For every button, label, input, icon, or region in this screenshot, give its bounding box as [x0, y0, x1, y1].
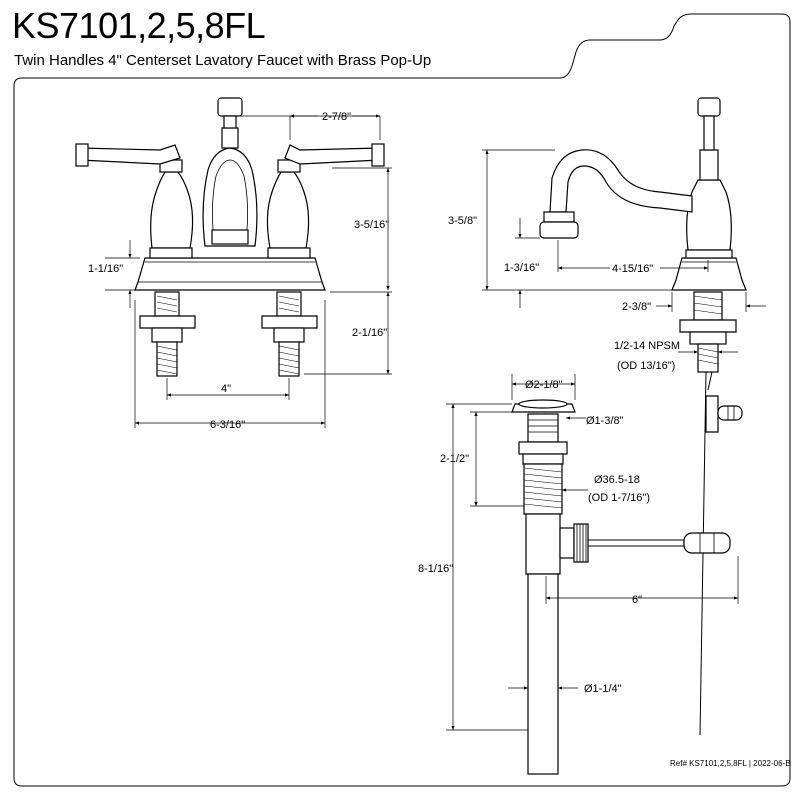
- popup-view: Ø2-1/8" Ø1-3/8" 2-1/2" Ø36.5-18 (OD 1-7/…: [418, 374, 739, 775]
- dim-thread: Ø36.5-18: [594, 474, 640, 486]
- thread-spec: 1/2-14 NPSM: [614, 340, 680, 352]
- dim-overall-width: 6-3/16": [210, 419, 245, 431]
- ref-number: Ref# KS7101,2,5,8FL | 2022-06-B: [670, 759, 791, 768]
- dim-flange-height: 2-1/2": [440, 453, 469, 465]
- thread-od: (OD 13/16"): [617, 360, 675, 372]
- dim-thread-od: (OD 1-7/16"): [588, 492, 650, 504]
- dim-base-depth: 2-3/8": [622, 301, 651, 313]
- dim-rod-length: 6": [632, 594, 642, 606]
- dim-cap-diameter: Ø2-1/8": [525, 379, 563, 391]
- dim-side-height: 3-5/8": [448, 215, 477, 227]
- dim-stopper-diameter: Ø1-3/8": [586, 415, 624, 427]
- front-view: 2-7/8" 3-5/16" 1-1/16" 2-1/16" 4" 6-3/16…: [75, 97, 392, 431]
- page-title: KS7101,2,5,8FL: [12, 5, 266, 46]
- dim-spout-offset: 2-7/8": [322, 111, 351, 123]
- dim-tail-diameter: Ø1-1/4": [584, 683, 622, 695]
- dim-body-height: 3-5/16": [354, 219, 389, 231]
- dim-center: 4": [221, 383, 231, 395]
- dim-spout-reach: 4-15/16": [612, 263, 653, 275]
- drawing-frame: [13, 13, 791, 787]
- page-subtitle: Twin Handles 4" Centerset Lavatory Fauce…: [14, 52, 432, 69]
- dim-total-length: 8-1/16": [418, 563, 453, 575]
- dim-shank-length: 2-1/16": [352, 327, 387, 339]
- dim-base-height: 1-1/16": [88, 263, 123, 275]
- dim-spout-height: 1-3/16": [504, 262, 539, 274]
- side-view: 3-5/8" 1-3/16" 4-15/16" 2-3/8" 1/2-14 NP…: [448, 97, 766, 736]
